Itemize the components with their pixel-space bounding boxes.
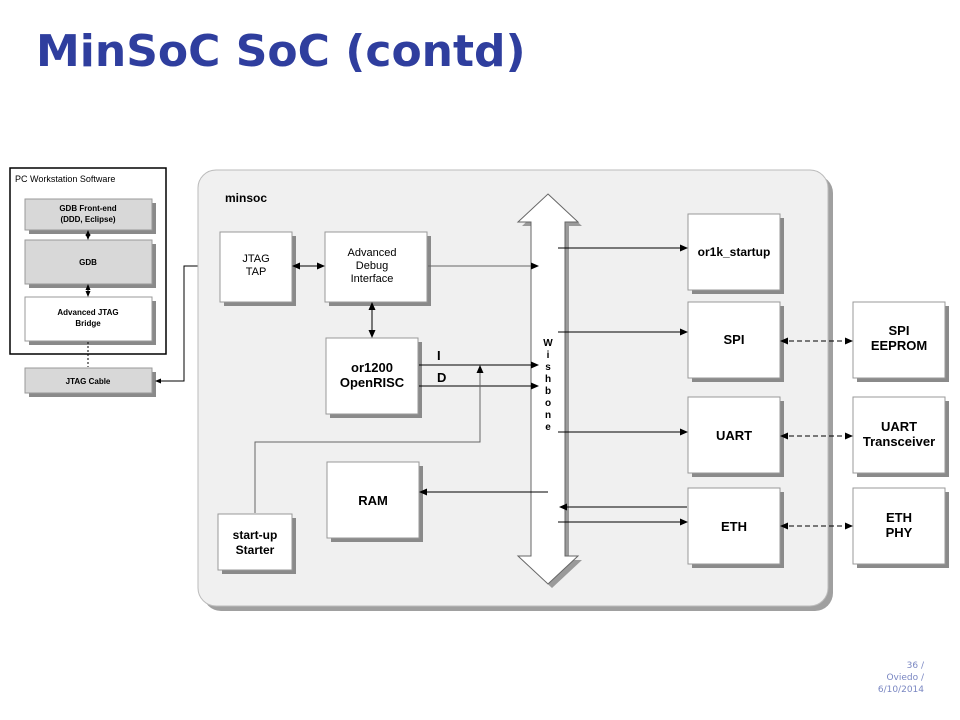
uart-box: UART bbox=[687, 396, 784, 477]
spi-eeprom-box: SPI EEPROM bbox=[852, 301, 949, 382]
slide-title: MinSoC SoC (contd) bbox=[36, 26, 526, 77]
uart-transceiver-line1: UART bbox=[881, 419, 917, 434]
wishbone-letter: b bbox=[545, 386, 551, 397]
gdb-frontend-line1: GDB Front-end bbox=[59, 204, 116, 213]
footer-place: Oviedo / bbox=[886, 673, 924, 683]
or1200-line1: or1200 bbox=[351, 360, 393, 375]
gdb-box: GDB bbox=[24, 239, 156, 288]
ram-label: RAM bbox=[358, 493, 388, 508]
footer-date: 6/10/2014 bbox=[877, 685, 924, 695]
adv-debug-line1: Advanced bbox=[348, 247, 397, 259]
wishbone-letter: W bbox=[543, 338, 553, 349]
adv-jtag-bridge-box: Advanced JTAG Bridge bbox=[24, 296, 156, 345]
wishbone-letter: i bbox=[547, 350, 550, 361]
spi-label: SPI bbox=[724, 332, 745, 347]
adv-jtag-bridge-line2: Bridge bbox=[75, 319, 101, 328]
wishbone-letter: e bbox=[545, 422, 551, 433]
gdb-frontend-line2: (DDD, Eclipse) bbox=[60, 215, 115, 224]
adv-debug-line2: Debug bbox=[356, 260, 388, 272]
startup-starter-line1: start-up bbox=[233, 528, 278, 542]
jtag-tap-box: JTAG TAP bbox=[219, 231, 296, 306]
footer-page: 36 / bbox=[906, 661, 924, 671]
wishbone-letter: o bbox=[545, 398, 551, 409]
spi-eeprom-line2: EEPROM bbox=[871, 338, 927, 353]
spi-box: SPI bbox=[687, 301, 784, 382]
or1200-line2: OpenRISC bbox=[340, 375, 405, 390]
ram-box: RAM bbox=[326, 461, 423, 542]
or1k-startup-box: or1k_startup bbox=[687, 213, 784, 294]
gdb-label: GDB bbox=[79, 258, 97, 267]
wishbone-letter: h bbox=[545, 374, 551, 385]
uart-transceiver-line2: Transceiver bbox=[863, 434, 935, 449]
eth-phy-box: ETH PHY bbox=[852, 487, 949, 568]
i-label: I bbox=[437, 348, 441, 363]
spi-eeprom-line1: SPI bbox=[889, 323, 910, 338]
jtag-cable-box: JTAG Cable bbox=[24, 367, 156, 397]
gdb-frontend-box: GDB Front-end (DDD, Eclipse) bbox=[24, 198, 156, 234]
startup-starter-line2: Starter bbox=[236, 543, 275, 557]
pc-workstation-label: PC Workstation Software bbox=[15, 174, 115, 184]
eth-phy-line2: PHY bbox=[886, 525, 913, 540]
wishbone-letter: n bbox=[545, 410, 551, 421]
jtag-cable-label: JTAG Cable bbox=[66, 377, 111, 386]
eth-phy-line1: ETH bbox=[886, 510, 912, 525]
connections bbox=[254, 244, 853, 530]
startup-starter-box: start-up Starter bbox=[217, 513, 296, 574]
wishbone-letter: s bbox=[545, 362, 551, 373]
d-label: D bbox=[437, 370, 446, 385]
pc-workstation-group: PC Workstation Software GDB Front-end (D… bbox=[9, 167, 221, 397]
jtag-tap-line2: TAP bbox=[246, 266, 267, 278]
adv-jtag-bridge-line1: Advanced JTAG bbox=[57, 308, 118, 317]
jtag-tap-line1: JTAG bbox=[242, 253, 269, 265]
adv-debug-line3: Interface bbox=[351, 273, 394, 285]
minsoc-label: minsoc bbox=[225, 191, 267, 205]
starter-cpu-arrow bbox=[254, 365, 484, 513]
or1k-startup-label: or1k_startup bbox=[698, 245, 771, 259]
slide-footer: 36 / Oviedo / 6/10/2014 bbox=[844, 660, 924, 696]
eth-label: ETH bbox=[721, 519, 747, 534]
uart-transceiver-box: UART Transceiver bbox=[852, 396, 949, 477]
uart-label: UART bbox=[716, 428, 752, 443]
eth-box: ETH bbox=[687, 487, 784, 568]
adv-debug-box: Advanced Debug Interface bbox=[324, 231, 431, 306]
or1200-box: or1200 OpenRISC bbox=[325, 337, 422, 418]
